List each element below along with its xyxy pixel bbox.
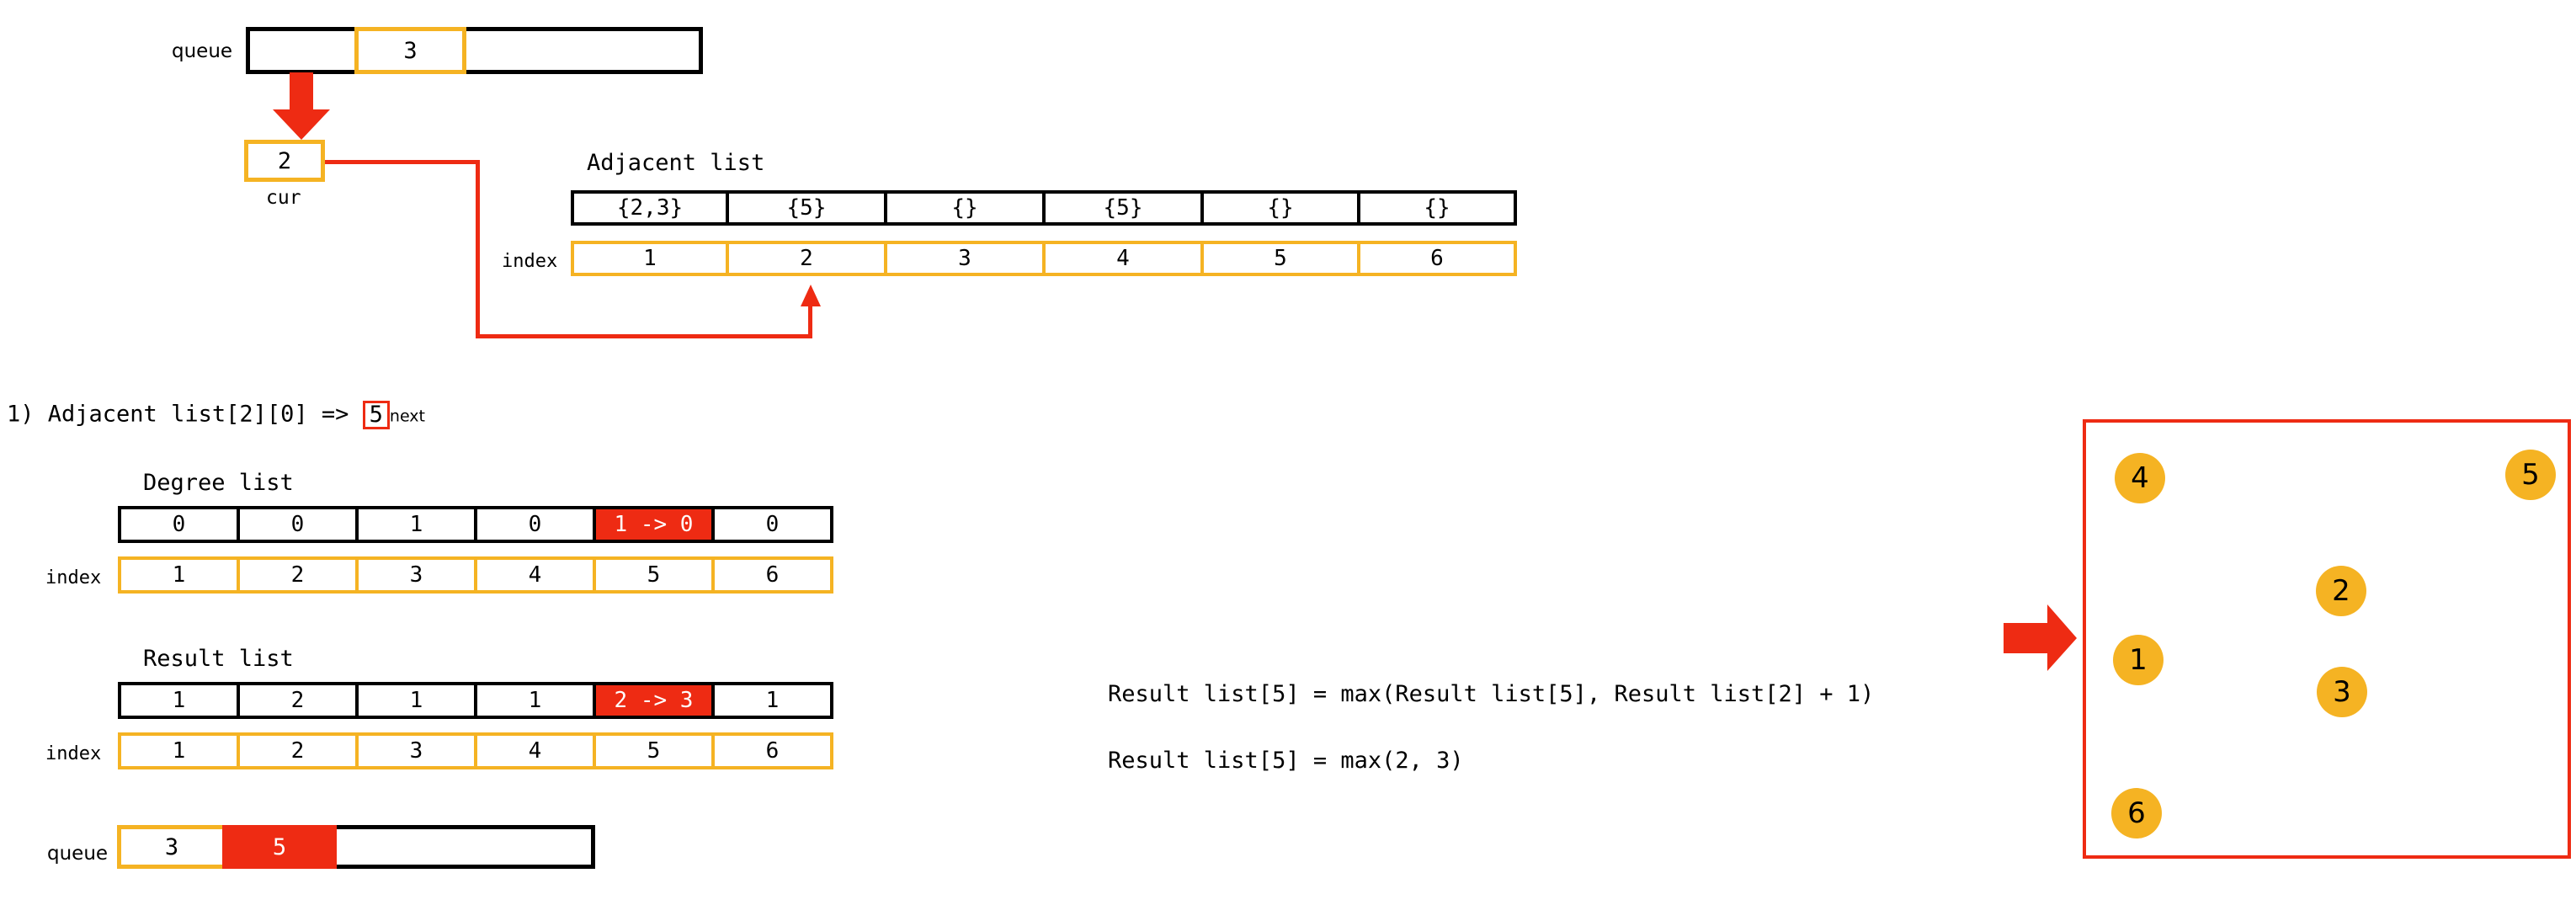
queue-top-label: queue [172, 40, 233, 62]
result-list-value-cell[interactable]: 2 [237, 682, 359, 719]
graph-node[interactable]: 2 [2316, 566, 2366, 616]
result-list-index-cell[interactable]: 1 [118, 732, 240, 769]
degree-list-value-cell[interactable]: 0 [474, 506, 596, 543]
degree-list-value-cell[interactable]: 0 [711, 506, 833, 543]
graph-node[interactable]: 6 [2111, 788, 2162, 838]
result-list-value-cell[interactable]: 1 [355, 682, 477, 719]
graph-node[interactable]: 4 [2115, 453, 2165, 503]
queue-bottom-cell-1-highlight[interactable]: 5 [222, 825, 337, 869]
result-list-index-cell[interactable]: 5 [593, 732, 715, 769]
degree-list-value-cell[interactable]: 0 [118, 506, 240, 543]
result-list-value-cell-highlight[interactable]: 2 -> 3 [593, 682, 715, 719]
adjacent-list-index-row: 1 2 3 4 5 6 [571, 241, 1517, 276]
degree-list-value-cell-highlight[interactable]: 1 -> 0 [593, 506, 715, 543]
queue-bottom: 3 5 [117, 825, 595, 869]
step-prefix: 1) Adjacent list[2][0] => [7, 401, 363, 428]
connector-segment-horizontal-bottom [476, 334, 812, 338]
queue-bottom-label: queue [47, 843, 109, 865]
degree-list-index-cell[interactable]: 5 [593, 556, 715, 594]
degree-list-index-cell[interactable]: 1 [118, 556, 240, 594]
degree-list-value-cell[interactable]: 1 [355, 506, 477, 543]
result-list-value-cell[interactable]: 1 [711, 682, 833, 719]
graph-node[interactable]: 5 [2505, 450, 2556, 500]
adjacent-list-index-cell[interactable]: 6 [1357, 241, 1517, 276]
adjacent-list-index-cell[interactable]: 5 [1200, 241, 1360, 276]
adjacent-list-value-cell[interactable]: {} [884, 190, 1046, 226]
degree-list-index-cell[interactable]: 4 [474, 556, 596, 594]
result-list-values-row: 1 2 1 1 2 -> 3 1 [118, 682, 833, 719]
cur-label: cur [266, 187, 301, 209]
degree-list-index-cell[interactable]: 6 [711, 556, 833, 594]
queue-top-cell-0[interactable] [246, 27, 359, 74]
adjacent-list-index-cell[interactable]: 3 [884, 241, 1046, 276]
graph-node[interactable]: 1 [2113, 635, 2164, 685]
result-list-index-cell[interactable]: 6 [711, 732, 833, 769]
connector-segment-vertical [476, 160, 480, 338]
adjacent-list-value-cell[interactable]: {5} [1042, 190, 1204, 226]
queue-top-cell-1[interactable]: 3 [354, 27, 466, 74]
dequeue-arrow-icon [273, 72, 330, 140]
step-suffix: next [389, 407, 425, 426]
connector-segment-horizontal-top [325, 160, 480, 164]
result-list-index-row: 1 2 3 4 5 6 [118, 732, 833, 769]
formula-line-1: Result list[5] = max(Result list[5], Res… [1108, 681, 1875, 707]
degree-list-title: Degree list [143, 470, 294, 496]
connector-segment-vertical-up [808, 303, 812, 338]
adjacent-list-index-cell[interactable]: 4 [1042, 241, 1204, 276]
queue-top: 3 [246, 27, 703, 74]
graph-pointer-arrow-icon [2004, 604, 2077, 671]
queue-bottom-cell-2[interactable] [333, 825, 595, 869]
graph-node[interactable]: 3 [2317, 667, 2367, 717]
adjacent-list-values-row: {2,3} {5} {} {5} {} {} [571, 190, 1517, 226]
adjacent-list-pointer-arrow-icon [801, 285, 821, 306]
adjacent-list-index-label: index [502, 251, 558, 272]
queue-top-cell-2[interactable] [462, 27, 703, 74]
adjacent-list-title: Adjacent list [587, 150, 765, 176]
step-boxed-value: 5 [362, 401, 390, 430]
adjacent-list-value-cell[interactable]: {} [1200, 190, 1360, 226]
adjacent-list-index-cell[interactable]: 2 [726, 241, 887, 276]
graph-panel: 4 5 2 1 3 6 [2083, 419, 2571, 859]
degree-list-value-cell[interactable]: 0 [237, 506, 359, 543]
adjacent-list-index-cell[interactable]: 1 [571, 241, 729, 276]
result-list-title: Result list [143, 646, 294, 672]
result-list-value-cell[interactable]: 1 [474, 682, 596, 719]
result-list-value-cell[interactable]: 1 [118, 682, 240, 719]
degree-list-index-cell[interactable]: 3 [355, 556, 477, 594]
result-list-index-cell[interactable]: 4 [474, 732, 596, 769]
degree-list-index-cell[interactable]: 2 [237, 556, 359, 594]
result-list-index-cell[interactable]: 3 [355, 732, 477, 769]
adjacent-list-value-cell[interactable]: {5} [726, 190, 887, 226]
formula-line-2: Result list[5] = max(2, 3) [1108, 748, 1464, 774]
degree-list-index-label: index [45, 567, 102, 588]
cur-box[interactable]: 2 [244, 140, 325, 182]
adjacent-list-value-cell[interactable]: {} [1357, 190, 1517, 226]
degree-list-index-row: 1 2 3 4 5 6 [118, 556, 833, 594]
queue-bottom-cell-0[interactable]: 3 [117, 825, 226, 869]
result-list-index-cell[interactable]: 2 [237, 732, 359, 769]
result-list-index-label: index [45, 743, 102, 764]
adjacent-list-value-cell[interactable]: {2,3} [571, 190, 729, 226]
degree-list-values-row: 0 0 1 0 1 -> 0 0 [118, 506, 833, 543]
